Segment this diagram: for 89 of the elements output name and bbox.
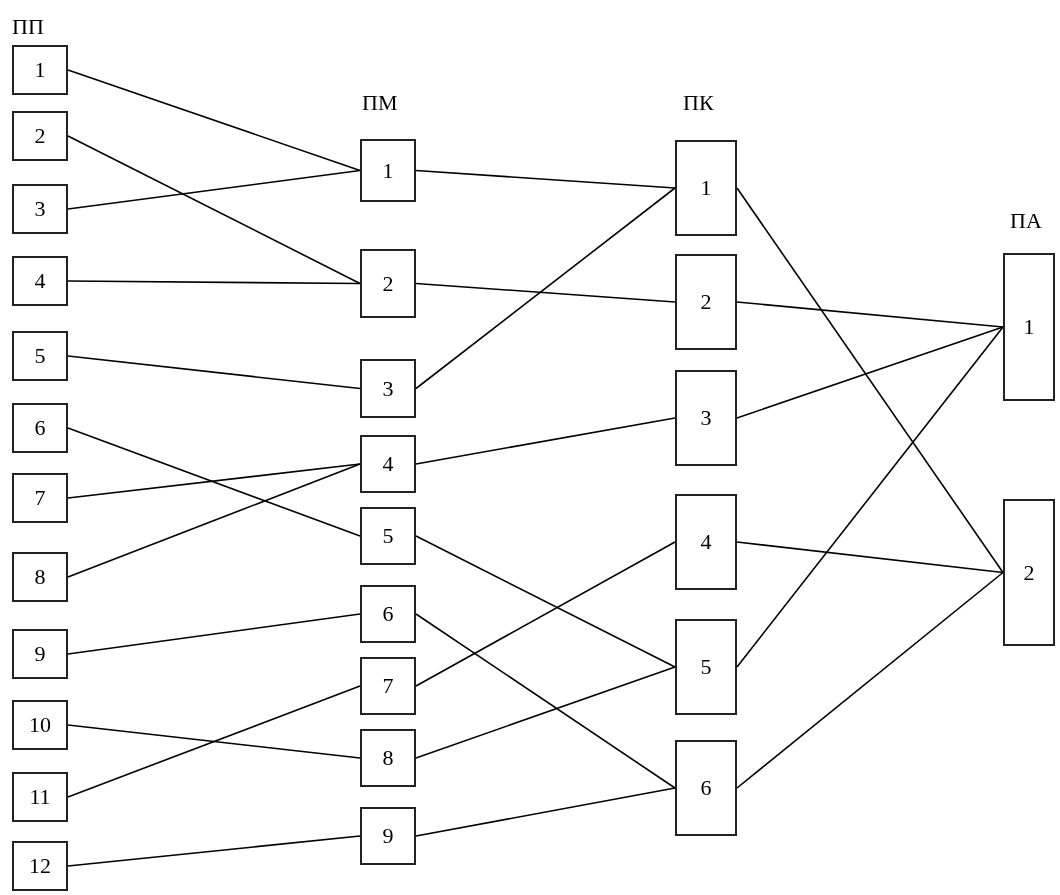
- numbered-box: [360, 435, 416, 493]
- connector-line: [415, 417, 676, 465]
- box-number: 12: [29, 855, 51, 877]
- column-heading: ПК: [683, 92, 714, 114]
- box-number: 6: [700, 777, 712, 799]
- box-number: 11: [29, 786, 51, 808]
- connector-line: [415, 535, 676, 668]
- numbered-box: [675, 140, 737, 236]
- box-number: 1: [34, 59, 46, 81]
- numbered-box: [360, 657, 416, 715]
- connector-line: [415, 187, 676, 390]
- connector-line: [67, 685, 361, 798]
- box-number: 1: [700, 177, 712, 199]
- numbered-box: [675, 740, 737, 836]
- numbered-box: [12, 111, 68, 161]
- box-number: 5: [700, 656, 712, 678]
- box-number: 8: [382, 747, 394, 769]
- box-number: 4: [34, 270, 46, 292]
- connector-line: [415, 787, 676, 837]
- connector-line: [415, 613, 676, 789]
- connector-line: [415, 666, 676, 759]
- box-number: 8: [34, 566, 46, 588]
- numbered-box: [12, 403, 68, 453]
- column-heading: ПМ: [362, 92, 398, 114]
- connector-line: [67, 835, 361, 867]
- numbered-box: [12, 45, 68, 95]
- connector-line: [67, 463, 361, 578]
- box-number: 2: [700, 291, 712, 313]
- box-number: 3: [382, 377, 394, 400]
- numbered-box: [1003, 499, 1055, 646]
- connector-line: [736, 541, 1004, 574]
- connector-line: [67, 463, 361, 499]
- numbered-box: [12, 700, 68, 750]
- connector-line: [415, 169, 676, 189]
- connector-line: [67, 427, 361, 537]
- connector-line: [415, 541, 676, 687]
- connector-line: [736, 571, 1004, 789]
- box-number: 10: [29, 714, 51, 736]
- numbered-box: [12, 772, 68, 822]
- box-number: 1: [382, 159, 394, 182]
- connector-line: [67, 135, 361, 285]
- box-number: 6: [34, 417, 46, 439]
- connector-line: [736, 326, 1004, 668]
- box-number: 2: [34, 125, 46, 147]
- column-heading: ПП: [12, 16, 44, 38]
- connector-line: [736, 301, 1004, 328]
- connector-line: [415, 282, 676, 303]
- box-number: 1: [1023, 316, 1035, 338]
- box-number: 2: [382, 272, 394, 295]
- numbered-box: [12, 184, 68, 234]
- connector-line: [67, 724, 361, 759]
- box-number: 7: [34, 487, 46, 509]
- numbered-box: [360, 807, 416, 865]
- column-heading: ПА: [1010, 210, 1042, 232]
- box-number: 4: [382, 453, 394, 475]
- box-number: 9: [34, 643, 46, 665]
- box-number: 2: [1023, 561, 1035, 584]
- numbered-box: [12, 552, 68, 602]
- numbered-box: [675, 370, 737, 466]
- numbered-box: [360, 359, 416, 418]
- box-number: 9: [382, 825, 394, 847]
- numbered-box: [675, 619, 737, 715]
- numbered-box: [675, 254, 737, 350]
- numbered-box: [12, 473, 68, 523]
- connector-line: [67, 169, 361, 210]
- connector-line: [736, 187, 1004, 574]
- box-number: 4: [700, 531, 712, 553]
- numbered-box: [1003, 253, 1055, 401]
- numbered-box: [360, 729, 416, 787]
- numbered-box: [360, 139, 416, 202]
- connector-line: [736, 326, 1004, 419]
- numbered-box: [12, 629, 68, 679]
- box-number: 5: [34, 345, 46, 367]
- numbered-box: [12, 331, 68, 381]
- connector-line: [67, 280, 361, 285]
- box-number: 5: [382, 525, 394, 547]
- numbered-box: [12, 841, 68, 891]
- connector-line: [67, 355, 361, 390]
- connector-line: [67, 69, 361, 172]
- numbered-box: [360, 507, 416, 565]
- numbered-box: [675, 494, 737, 590]
- numbered-box: [12, 256, 68, 306]
- connector-line: [67, 613, 361, 655]
- box-number: 3: [700, 407, 712, 429]
- numbered-box: [360, 249, 416, 318]
- box-number: 6: [382, 603, 394, 625]
- numbered-box: [360, 585, 416, 643]
- box-number: 7: [382, 675, 394, 697]
- box-number: 3: [34, 198, 46, 220]
